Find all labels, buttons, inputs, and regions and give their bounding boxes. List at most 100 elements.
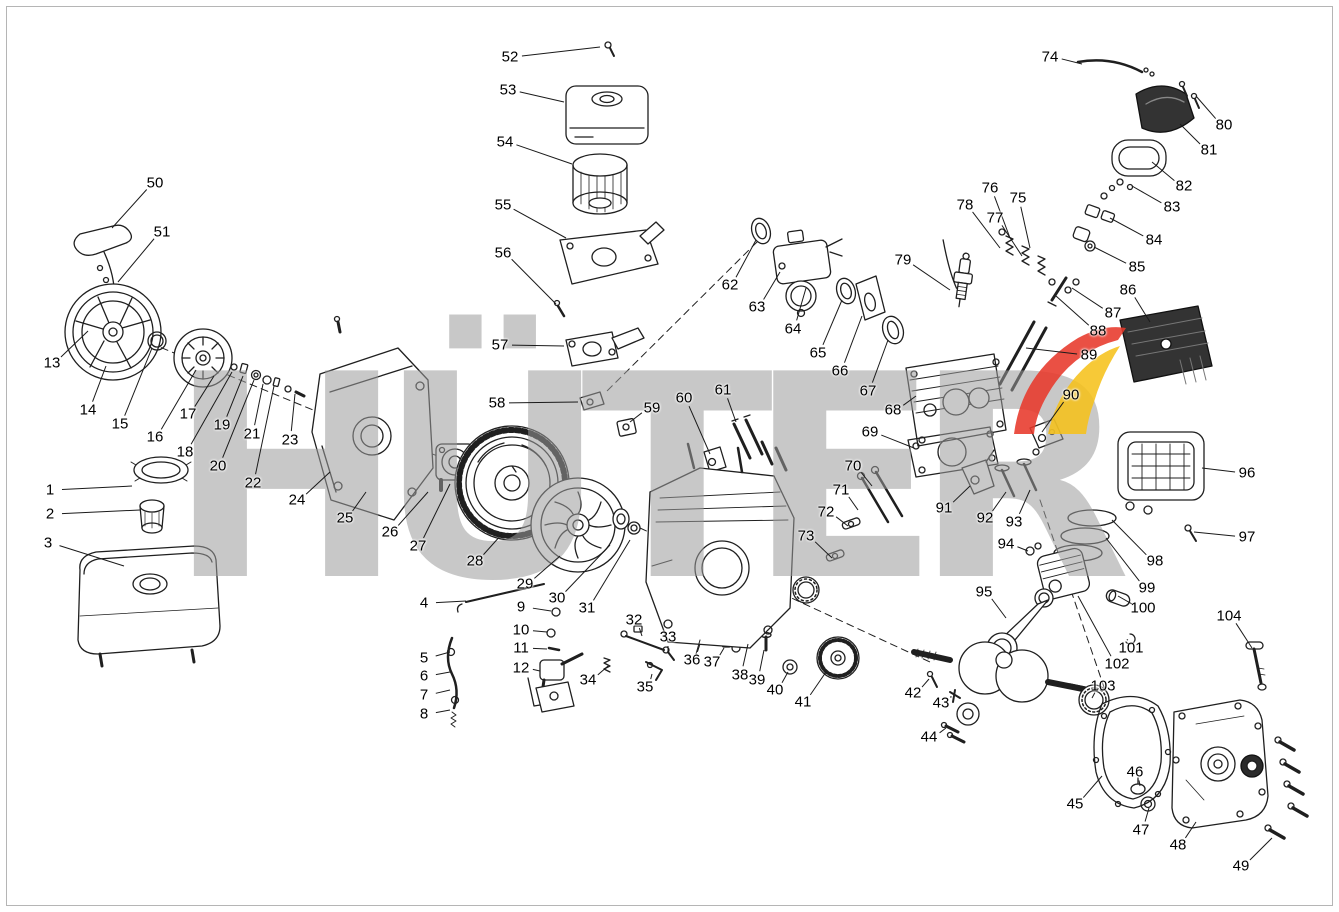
part-label-96: 96: [1238, 464, 1256, 482]
part-label-64: 64: [784, 320, 802, 338]
part-label-7: 7: [419, 686, 429, 704]
part-label-16: 16: [146, 428, 164, 446]
part-label-10: 10: [512, 621, 530, 639]
part-label-59: 59: [643, 399, 661, 417]
part-label-98: 98: [1146, 552, 1164, 570]
part-label-9: 9: [516, 598, 526, 616]
part-label-75: 75: [1009, 189, 1027, 207]
part-label-2: 2: [45, 505, 55, 523]
part-label-43: 43: [932, 694, 950, 712]
part-label-29: 29: [516, 575, 534, 593]
part-label-79: 79: [894, 251, 912, 269]
part-label-37: 37: [703, 653, 721, 671]
part-label-89: 89: [1080, 346, 1098, 364]
part-label-66: 66: [831, 362, 849, 380]
part-label-49: 49: [1232, 857, 1250, 875]
part-label-42: 42: [904, 684, 922, 702]
part-label-13: 13: [43, 354, 61, 372]
part-label-102: 102: [1104, 655, 1130, 673]
part-label-17: 17: [179, 405, 197, 423]
part-label-104: 104: [1216, 607, 1242, 625]
part-label-97: 97: [1238, 528, 1256, 546]
part-label-23: 23: [281, 431, 299, 449]
part-label-30: 30: [548, 589, 566, 607]
part-label-36: 36: [683, 651, 701, 669]
part-label-92: 92: [976, 509, 994, 527]
part-label-88: 88: [1089, 322, 1107, 340]
part-label-19: 19: [213, 416, 231, 434]
part-label-100: 100: [1130, 599, 1156, 617]
part-label-84: 84: [1145, 231, 1163, 249]
part-label-76: 76: [981, 179, 999, 197]
part-label-71: 71: [832, 481, 850, 499]
part-label-14: 14: [79, 401, 97, 419]
part-label-24: 24: [288, 491, 306, 509]
part-label-50: 50: [146, 174, 164, 192]
part-label-20: 20: [209, 457, 227, 475]
part-label-55: 55: [494, 196, 512, 214]
part-label-57: 57: [491, 336, 509, 354]
part-label-69: 69: [861, 423, 879, 441]
part-label-44: 44: [920, 728, 938, 746]
part-label-94: 94: [997, 535, 1015, 553]
part-label-28: 28: [466, 552, 484, 570]
part-label-74: 74: [1041, 48, 1059, 66]
part-label-81: 81: [1200, 141, 1218, 159]
part-label-82: 82: [1175, 177, 1193, 195]
part-label-62: 62: [721, 276, 739, 294]
part-label-5: 5: [419, 649, 429, 667]
part-label-67: 67: [859, 382, 877, 400]
part-label-65: 65: [809, 344, 827, 362]
part-label-47: 47: [1132, 821, 1150, 839]
part-label-70: 70: [844, 457, 862, 475]
part-label-61: 61: [714, 381, 732, 399]
part-label-22: 22: [244, 474, 262, 492]
part-label-46: 46: [1126, 763, 1144, 781]
part-label-48: 48: [1169, 836, 1187, 854]
part-label-56: 56: [494, 244, 512, 262]
part-label-86: 86: [1119, 281, 1137, 299]
part-label-8: 8: [419, 705, 429, 723]
part-label-35: 35: [636, 678, 654, 696]
part-label-87: 87: [1104, 304, 1122, 322]
part-label-39: 39: [748, 671, 766, 689]
part-label-72: 72: [817, 503, 835, 521]
part-label-83: 83: [1163, 198, 1181, 216]
part-label-90: 90: [1062, 386, 1080, 404]
part-label-78: 78: [956, 196, 974, 214]
part-label-53: 53: [499, 81, 517, 99]
part-label-91: 91: [935, 499, 953, 517]
part-label-34: 34: [579, 671, 597, 689]
part-label-58: 58: [488, 394, 506, 412]
part-label-27: 27: [409, 537, 427, 555]
part-label-33: 33: [659, 628, 677, 646]
part-label-32: 32: [625, 611, 643, 629]
part-label-45: 45: [1066, 795, 1084, 813]
part-label-52: 52: [501, 48, 519, 66]
part-label-25: 25: [336, 509, 354, 527]
part-label-4: 4: [419, 594, 429, 612]
part-label-26: 26: [381, 523, 399, 541]
part-label-80: 80: [1215, 116, 1233, 134]
part-label-1: 1: [45, 481, 55, 499]
part-label-51: 51: [153, 223, 171, 241]
part-label-93: 93: [1005, 513, 1023, 531]
part-label-60: 60: [675, 389, 693, 407]
part-label-103: 103: [1090, 677, 1116, 695]
part-label-15: 15: [111, 415, 129, 433]
part-label-11: 11: [513, 639, 529, 657]
part-label-12: 12: [512, 659, 530, 677]
part-label-40: 40: [766, 681, 784, 699]
part-label-63: 63: [748, 298, 766, 316]
part-label-21: 21: [243, 425, 261, 443]
part-label-38: 38: [731, 666, 749, 684]
part-label-3: 3: [43, 534, 53, 552]
part-label-6: 6: [419, 667, 429, 685]
part-label-99: 99: [1138, 579, 1156, 597]
part-label-68: 68: [884, 401, 902, 419]
part-label-95: 95: [975, 583, 993, 601]
part-label-18: 18: [176, 443, 194, 461]
part-label-77: 77: [986, 209, 1004, 227]
part-label-85: 85: [1128, 258, 1146, 276]
